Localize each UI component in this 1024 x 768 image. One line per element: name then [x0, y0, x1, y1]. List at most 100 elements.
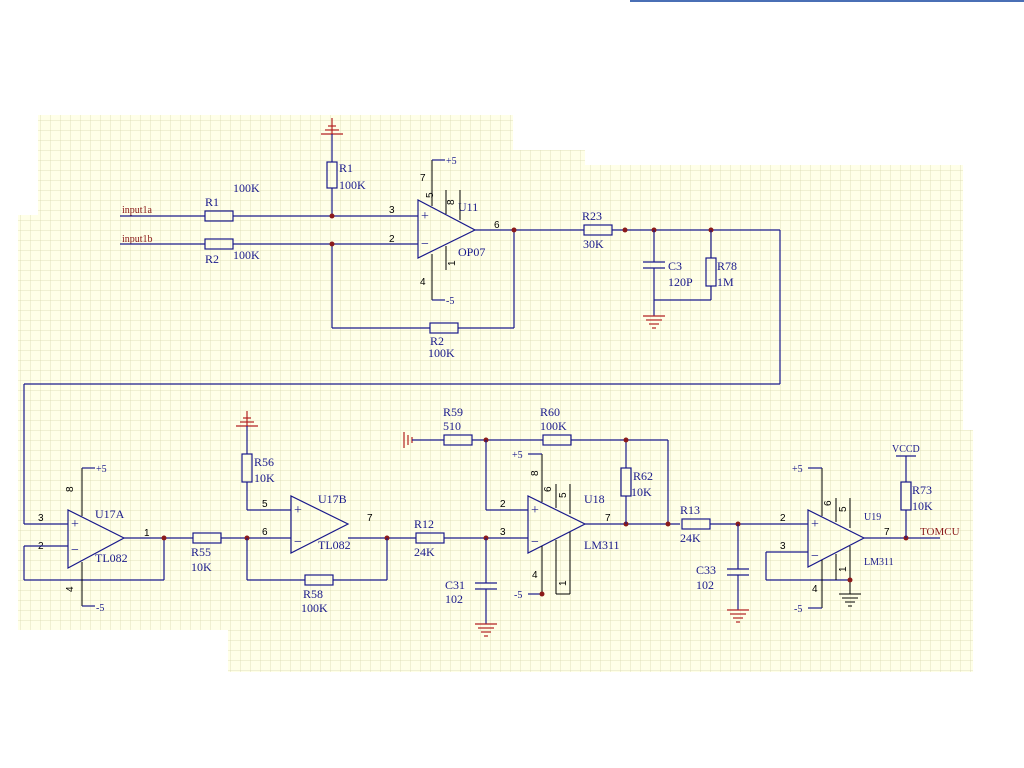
opamp-u17b: [290, 495, 350, 554]
svg-text:+: +: [294, 503, 302, 518]
svg-text:6: 6: [262, 527, 268, 538]
svg-text:3: 3: [38, 513, 44, 524]
svg-text:4: 4: [812, 584, 818, 595]
svg-text:C33: C33: [696, 563, 716, 577]
stage-u11: input1a input1b R1 100K R2 100K R1 100K …: [120, 118, 560, 360]
svg-text:TL082: TL082: [95, 551, 128, 565]
svg-text:R56: R56: [254, 455, 274, 469]
svg-text:6: 6: [543, 486, 554, 492]
svg-text:-5: -5: [96, 603, 104, 614]
svg-text:−: −: [421, 237, 429, 252]
svg-text:1: 1: [447, 260, 458, 266]
svg-text:+5: +5: [446, 156, 457, 167]
svg-text:+5: +5: [512, 450, 523, 461]
svg-text:120P: 120P: [668, 275, 693, 289]
svg-text:3: 3: [500, 527, 506, 538]
svg-text:2: 2: [780, 513, 786, 524]
svg-text:−: −: [811, 549, 819, 564]
net-label-tomcu: TOMCU: [920, 526, 960, 538]
svg-text:102: 102: [445, 592, 463, 606]
filter-r13-c33: R13 24K C33 102: [680, 503, 808, 623]
svg-text:U18: U18: [584, 492, 605, 506]
svg-text:6: 6: [494, 220, 500, 231]
svg-text:100K: 100K: [301, 601, 328, 615]
svg-text:2: 2: [500, 499, 506, 510]
svg-text:-5: -5: [794, 604, 802, 615]
filter-r12-c31: R12 24K C31 102: [414, 517, 528, 637]
r2-input-value: 100K: [233, 248, 260, 262]
svg-text:TL082: TL082: [318, 538, 351, 552]
svg-text:LM311: LM311: [584, 538, 620, 552]
svg-text:1: 1: [144, 528, 150, 539]
svg-text:+: +: [811, 517, 819, 532]
svg-text:4: 4: [65, 586, 76, 592]
svg-text:R13: R13: [680, 503, 700, 517]
net-label-input1a: input1a: [122, 205, 153, 216]
svg-text:R60: R60: [540, 405, 560, 419]
stage-u19: + − 2 3 U19 LM311 7 +5 6 5 -5 4 1 VCCD: [765, 444, 960, 615]
svg-text:R73: R73: [912, 483, 932, 497]
svg-text:3: 3: [389, 205, 395, 216]
svg-text:24K: 24K: [680, 531, 701, 545]
filter-r23-c3-r78: R23 30K C3 120P R78 1M: [23, 209, 781, 524]
svg-text:4: 4: [420, 277, 426, 288]
svg-text:1: 1: [838, 566, 849, 572]
svg-text:-5: -5: [514, 590, 522, 601]
svg-text:-5: -5: [446, 296, 454, 307]
comparator-u19: [807, 509, 866, 568]
svg-text:8: 8: [446, 199, 457, 205]
stage-u17b: R56 10K 5 6 + − U17B TL082 7 R58 100K: [236, 411, 416, 615]
svg-text:5: 5: [425, 192, 436, 198]
svg-text:102: 102: [696, 578, 714, 592]
r1-ground-ref: R1: [339, 161, 353, 175]
svg-text:10K: 10K: [631, 485, 652, 499]
comparator-u18: [527, 495, 587, 554]
svg-text:7: 7: [367, 513, 373, 524]
svg-text:5: 5: [262, 499, 268, 510]
svg-text:7: 7: [420, 173, 426, 184]
svg-text:R23: R23: [582, 209, 602, 223]
opamp-u17a: [67, 509, 126, 570]
svg-text:R62: R62: [633, 469, 653, 483]
svg-text:5: 5: [838, 506, 849, 512]
svg-text:R58: R58: [303, 587, 323, 601]
svg-text:24K: 24K: [414, 545, 435, 559]
svg-text:10K: 10K: [254, 471, 275, 485]
svg-text:7: 7: [605, 513, 611, 524]
svg-text:R78: R78: [717, 259, 737, 273]
grid-background: [18, 115, 973, 672]
svg-text:C3: C3: [668, 259, 682, 273]
svg-text:U19: U19: [864, 512, 881, 523]
stage-u18: R59 510 R60 100K + − 2 3 U18 LM311 7 +5 …: [403, 405, 680, 601]
svg-text:R12: R12: [414, 517, 434, 531]
r2-feedback-ref: R2: [430, 334, 444, 348]
svg-text:R55: R55: [191, 545, 211, 559]
svg-text:510: 510: [443, 419, 461, 433]
svg-text:LM311: LM311: [864, 557, 894, 568]
r2-input-ref: R2: [205, 252, 219, 266]
svg-text:−: −: [531, 535, 539, 550]
svg-text:+: +: [421, 209, 429, 224]
svg-text:30K: 30K: [583, 237, 604, 251]
svg-text:+5: +5: [96, 464, 107, 475]
svg-text:10K: 10K: [912, 499, 933, 513]
opamp-u11: [417, 199, 477, 259]
r1-input-ref: R1: [205, 195, 219, 209]
u11-ref: U11: [458, 200, 478, 214]
svg-text:10K: 10K: [191, 560, 212, 574]
svg-text:U17B: U17B: [318, 492, 347, 506]
svg-text:4: 4: [532, 570, 538, 581]
svg-text:6: 6: [823, 500, 834, 506]
svg-text:7: 7: [884, 527, 890, 538]
r1-ground-value: 100K: [339, 178, 366, 192]
svg-text:8: 8: [530, 470, 541, 476]
net-label-input1b: input1b: [122, 234, 153, 245]
svg-text:R59: R59: [443, 405, 463, 419]
svg-text:+: +: [71, 517, 79, 532]
svg-text:8: 8: [65, 486, 76, 492]
u11-type: OP07: [458, 245, 485, 259]
svg-text:100K: 100K: [540, 419, 567, 433]
svg-text:+: +: [531, 503, 539, 518]
